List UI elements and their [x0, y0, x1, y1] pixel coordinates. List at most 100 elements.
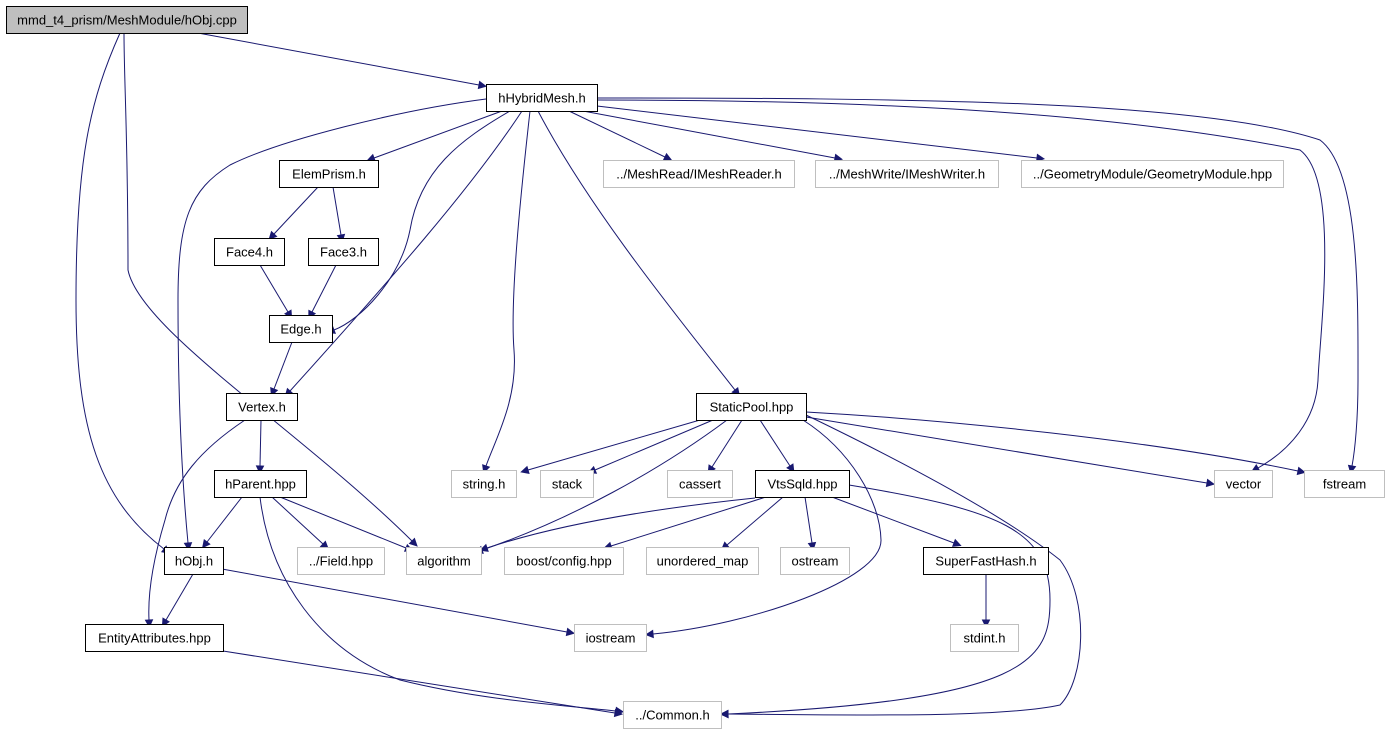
node-label: EntityAttributes.hpp	[98, 631, 211, 646]
arrowhead-icon	[183, 542, 193, 552]
node-common: ../Common.h	[623, 701, 722, 729]
edge-line	[594, 419, 714, 471]
node-box	[164, 547, 224, 575]
node-algorithm: algorithm	[406, 547, 482, 575]
node-label: hParent.hpp	[225, 477, 296, 492]
edge-line	[481, 419, 728, 551]
arrowhead-icon	[613, 708, 624, 718]
edge-line	[259, 496, 617, 712]
arrowhead-icon	[144, 619, 154, 629]
node-pool[interactable]: StaticPool.hpp	[696, 393, 807, 421]
node-elem[interactable]: ElemPrism.h	[279, 160, 379, 188]
arrowhead-icon	[662, 152, 673, 161]
edge-line	[148, 419, 246, 621]
node-box	[504, 547, 624, 575]
edge-line	[596, 99, 1326, 469]
edge-hobj-to-entity	[161, 573, 194, 628]
edge-line	[652, 419, 882, 635]
node-label: Edge.h	[280, 322, 321, 337]
node-cassert: cassert	[667, 470, 733, 498]
node-label: hObj.h	[175, 554, 213, 569]
node-edge[interactable]: Edge.h	[269, 315, 333, 343]
node-label: ../Common.h	[635, 708, 709, 723]
node-face4[interactable]: Face4.h	[214, 238, 285, 266]
edges-layer	[75, 32, 1359, 719]
edge-line	[527, 419, 701, 471]
edge-pool-to-vts	[759, 419, 795, 473]
node-box	[696, 393, 807, 421]
node-box	[1021, 160, 1284, 188]
node-box	[755, 470, 850, 498]
node-label: iostream	[586, 631, 636, 646]
arrowhead-icon	[565, 627, 575, 637]
edge-line	[711, 419, 743, 468]
node-box	[269, 315, 333, 343]
edge-line	[759, 419, 791, 467]
node-label: ../Field.hpp	[309, 554, 373, 569]
edge-vts-to-common	[719, 484, 1051, 719]
arrowhead-icon	[981, 619, 991, 629]
node-box	[6, 6, 248, 34]
edge-line	[568, 110, 666, 158]
edge-sfh-to-stdint	[981, 574, 991, 629]
edge-line	[75, 32, 165, 550]
node-box	[451, 470, 517, 498]
edge-line	[206, 496, 243, 543]
node-entity[interactable]: EntityAttributes.hpp	[85, 624, 224, 652]
node-hobj[interactable]: hObj.h	[164, 547, 224, 575]
node-root[interactable]: mmd_t4_prism/MeshModule/hObj.cpp	[6, 6, 248, 34]
edge-line	[610, 496, 767, 547]
edge-elem-to-face4	[268, 186, 319, 240]
arrowhead-icon	[268, 230, 278, 240]
node-vts[interactable]: VtsSqld.hpp	[755, 470, 850, 498]
edge-line	[177, 98, 487, 544]
edge-entity-to-common	[222, 650, 624, 718]
node-fstream: fstream	[1304, 470, 1385, 498]
edge-line	[804, 496, 813, 544]
node-label: ElemPrism.h	[292, 167, 366, 182]
edge-line	[222, 650, 616, 714]
node-hybrid[interactable]: hHybridMesh.h	[486, 84, 598, 112]
arrowhead-icon	[807, 541, 817, 552]
node-vector: vector	[1214, 470, 1273, 498]
edge-line	[831, 496, 955, 544]
node-hparent[interactable]: hParent.hpp	[214, 470, 307, 498]
edge-line	[271, 496, 324, 545]
node-box	[226, 393, 298, 421]
node-label: cassert	[679, 477, 721, 492]
arrowhead-icon	[719, 709, 729, 719]
edge-face4-to-edge	[259, 264, 293, 319]
node-label: boost/config.hpp	[516, 554, 611, 569]
edge-line	[259, 264, 289, 313]
node-label: ostream	[792, 554, 839, 569]
edge-hybrid-to-elem	[366, 110, 503, 162]
edge-line	[582, 110, 836, 159]
edge-pool-to-cassert	[707, 419, 743, 474]
node-label: unordered_map	[657, 554, 749, 569]
node-ostream: ostream	[780, 547, 850, 575]
node-box	[574, 624, 647, 652]
edge-edge-to-vertex	[270, 341, 293, 397]
edge-root-to-hybrid	[197, 32, 487, 90]
node-vertex[interactable]: Vertex.h	[226, 393, 298, 421]
edge-line	[805, 411, 1299, 472]
node-boost: boost/config.hpp	[504, 547, 624, 575]
edge-line	[333, 110, 511, 331]
edge-line	[332, 186, 342, 236]
edge-vts-to-boost	[603, 496, 767, 550]
edge-root-to-hobj	[75, 32, 171, 554]
arrowhead-icon	[408, 537, 418, 547]
edge-hybrid-to-geom	[596, 105, 1046, 163]
edge-hybrid-to-hobj	[177, 98, 487, 552]
arrowhead-icon	[520, 465, 530, 474]
node-iostream: iostream	[574, 624, 647, 652]
node-stack: stack	[540, 470, 594, 498]
edge-root-to-algorithm	[123, 32, 418, 547]
node-label: string.h	[463, 477, 506, 492]
arrowhead-icon	[786, 463, 795, 473]
node-box	[1214, 470, 1273, 498]
edge-hparent-to-common	[259, 496, 625, 716]
node-face3[interactable]: Face3.h	[308, 238, 379, 266]
node-box	[297, 547, 385, 575]
node-sfh[interactable]: SuperFastHash.h	[923, 547, 1049, 575]
